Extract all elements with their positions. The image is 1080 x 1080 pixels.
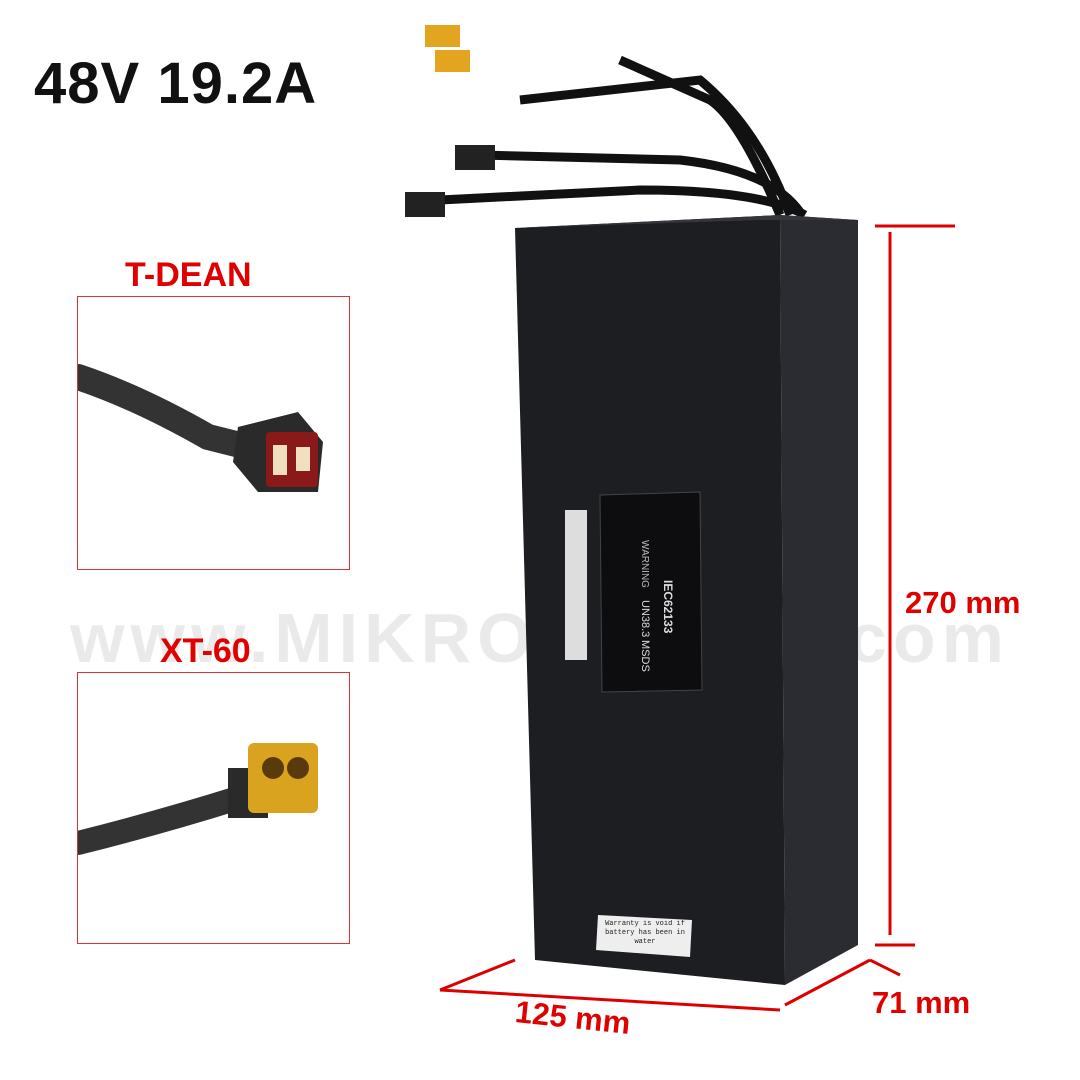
xt60-connector-image <box>66 672 350 944</box>
label-msds: MSDS <box>639 640 651 672</box>
cables <box>439 55 808 219</box>
tdean-connector-image <box>65 296 350 570</box>
connector-label-xt60: XT-60 <box>160 632 251 670</box>
label-warning: WARNING <box>639 540 650 588</box>
dimension-lines <box>439 224 955 1012</box>
label-un: UN38.3 <box>639 600 651 637</box>
xt60-plug-icon-2 <box>435 50 470 72</box>
product-title: 48V 19.2A <box>34 51 318 116</box>
barcode-sticker <box>565 510 587 660</box>
xt60-connector-icon <box>66 743 318 855</box>
label-standard: IEC62133 <box>661 580 675 634</box>
depth-dimension: 71 mm <box>872 985 971 1020</box>
height-dimension: 270 mm <box>905 585 1021 620</box>
xt60-plug-icon <box>425 25 460 47</box>
tdean-plug-icon <box>455 145 495 170</box>
battery-pack-image: WARNING IEC62133 UN38.3 MSDS Warranty is… <box>405 25 955 1012</box>
tdean-connector-icon <box>65 364 323 492</box>
warranty-sticker: Warranty is void if battery has been in … <box>605 920 685 946</box>
connector-label-tdean: T-DEAN <box>125 256 252 294</box>
tdean-plug-icon-2 <box>405 192 445 217</box>
